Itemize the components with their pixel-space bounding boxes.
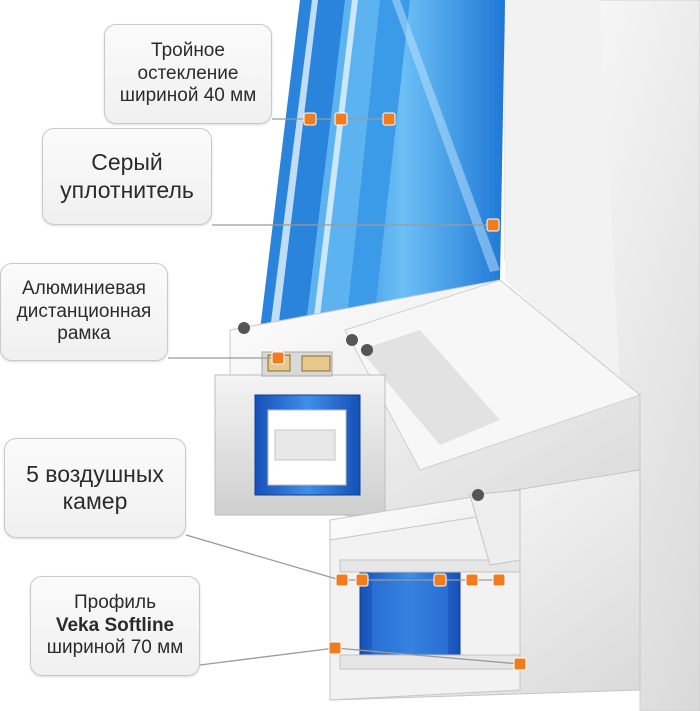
markers	[271, 112, 527, 671]
marker-seal	[486, 218, 500, 232]
callout-profile: Профиль Veka Softline шириной 70 мм	[30, 576, 200, 676]
callout-glazing-line-3: шириной 40 мм	[119, 85, 257, 107]
marker-glazing-3	[382, 112, 396, 126]
callout-seal-line-2: уплотнитель	[60, 176, 194, 203]
callout-chambers-line-2: камер	[62, 488, 128, 514]
callout-glazing-line-1: Тройное	[151, 40, 225, 62]
outer-frame	[504, 0, 700, 711]
marker-profile-2	[513, 657, 527, 671]
marker-chamber-2	[355, 573, 369, 587]
triple-glazing	[260, 0, 505, 338]
marker-glazing-2	[334, 112, 348, 126]
callout-spacer-line-2: дистанционная	[16, 300, 152, 322]
marker-chamber-5	[492, 573, 506, 587]
marker-chamber-3	[433, 573, 447, 587]
callout-chambers-line-1: 5 воздушных	[26, 460, 164, 487]
callout-spacer-line-1: Алюминиевая	[22, 278, 146, 300]
callout-glazing-line-2: остекление	[137, 62, 239, 84]
frame-profile	[329, 469, 641, 701]
callout-gray-seal: Серый уплотнитель	[42, 128, 212, 225]
callout-profile-line-1: Профиль	[73, 592, 157, 614]
callout-air-chambers: 5 воздушных камер	[4, 438, 186, 538]
callout-profile-line-3: шириной 70 мм	[46, 637, 184, 659]
marker-chamber-1	[335, 573, 349, 587]
marker-chamber-4	[465, 573, 479, 587]
callout-profile-brand: Veka Softline	[55, 614, 175, 636]
marker-profile-1	[328, 641, 342, 655]
marker-spacer	[271, 351, 285, 365]
callout-spacer-line-3: рамка	[57, 323, 111, 345]
callout-triple-glazing: Тройное остекление шириной 40 мм	[104, 24, 272, 124]
sash-profile	[214, 279, 642, 521]
marker-glazing-1	[303, 112, 317, 126]
callout-seal-line-1: Серый	[91, 149, 163, 176]
callout-aluminium-spacer: Алюминиевая дистанционная рамка	[0, 263, 168, 361]
